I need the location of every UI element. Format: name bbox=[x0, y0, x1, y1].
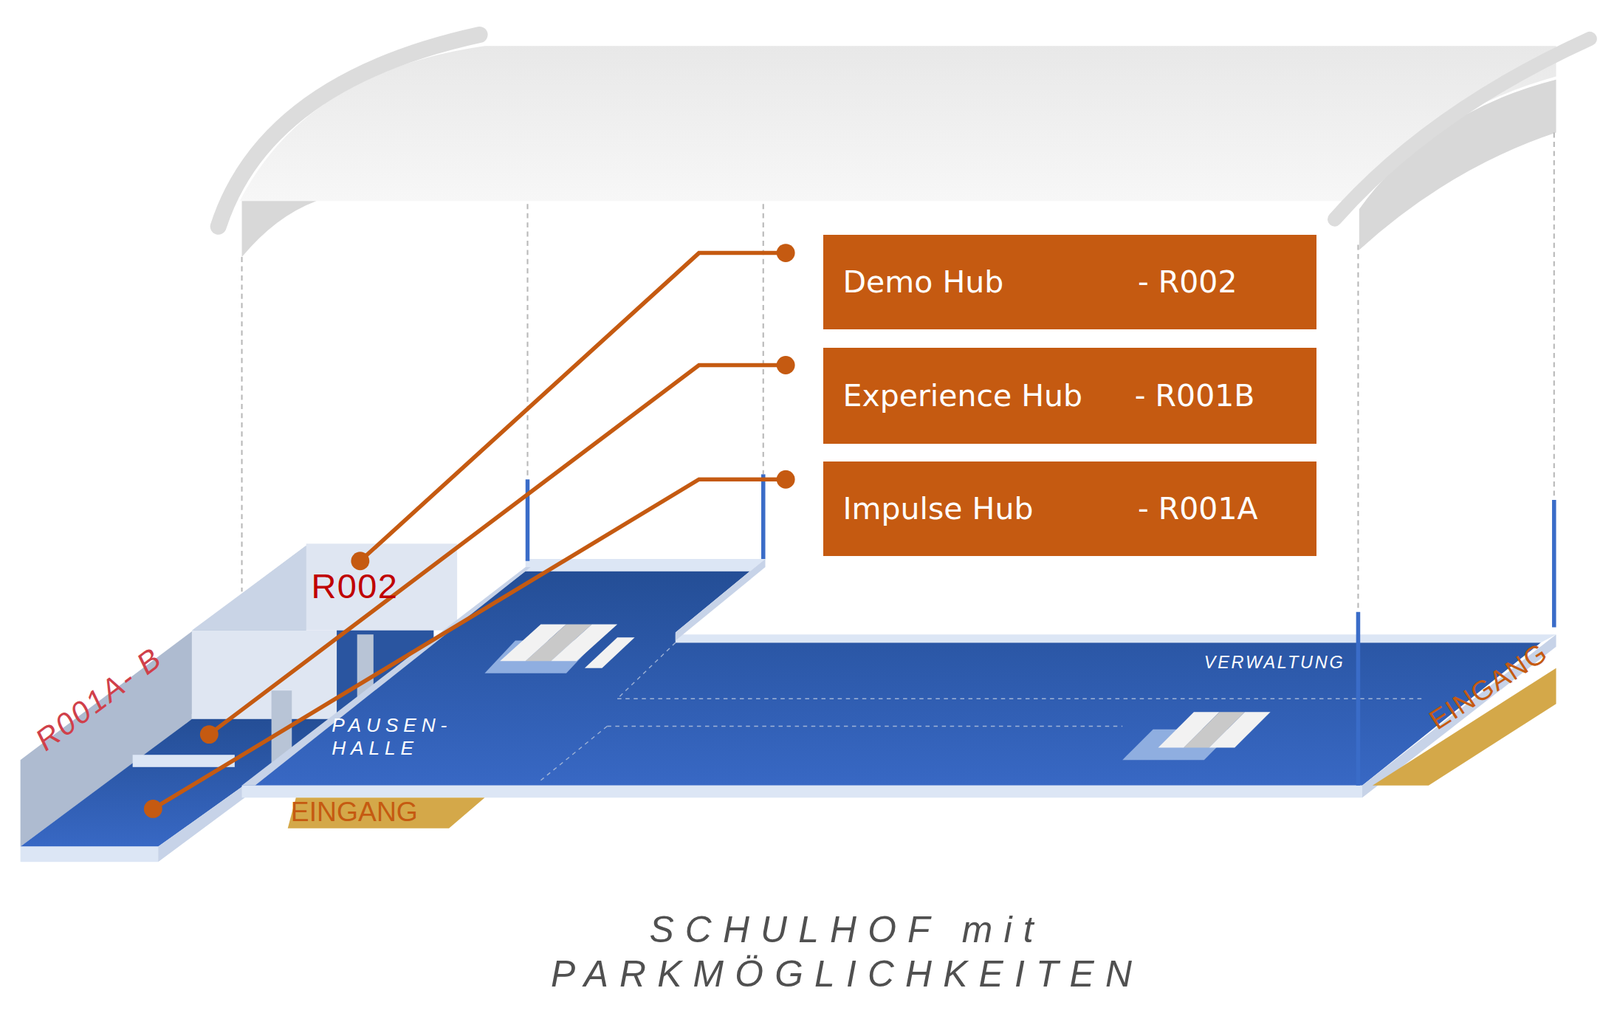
hub-box: Experience Hub - R001B bbox=[823, 347, 1317, 444]
stairs-symbol bbox=[484, 623, 1270, 760]
floor-lines bbox=[540, 642, 1423, 780]
hub-name: Impulse Hub bbox=[843, 491, 1034, 527]
leader-lines bbox=[152, 253, 786, 810]
room-code: - R001B bbox=[1134, 378, 1256, 414]
entrance-label: EINGANG bbox=[290, 795, 418, 828]
hub-name: Demo Hub bbox=[843, 264, 1005, 300]
area-label: VERWALTUNG bbox=[1204, 652, 1346, 673]
area-label: PAUSEN- HALLE bbox=[331, 713, 526, 759]
room-code: - R002 bbox=[1137, 264, 1238, 300]
main-floor bbox=[242, 558, 1557, 798]
leader-dots bbox=[143, 243, 796, 819]
hub-box: Impulse Hub - R001A bbox=[823, 461, 1317, 557]
hub-name: Experience Hub bbox=[843, 378, 1084, 414]
room-label: R002 bbox=[311, 566, 399, 607]
caption: SCHULHOF mit PARKMÖGLICHKEITEN bbox=[387, 908, 1307, 997]
hub-box: Demo Hub - R002 bbox=[823, 234, 1317, 331]
roof bbox=[218, 34, 1590, 257]
dashed-pillars bbox=[242, 132, 1555, 613]
entrance-mat bbox=[287, 668, 1557, 829]
room-code: - R001A bbox=[1137, 491, 1259, 527]
